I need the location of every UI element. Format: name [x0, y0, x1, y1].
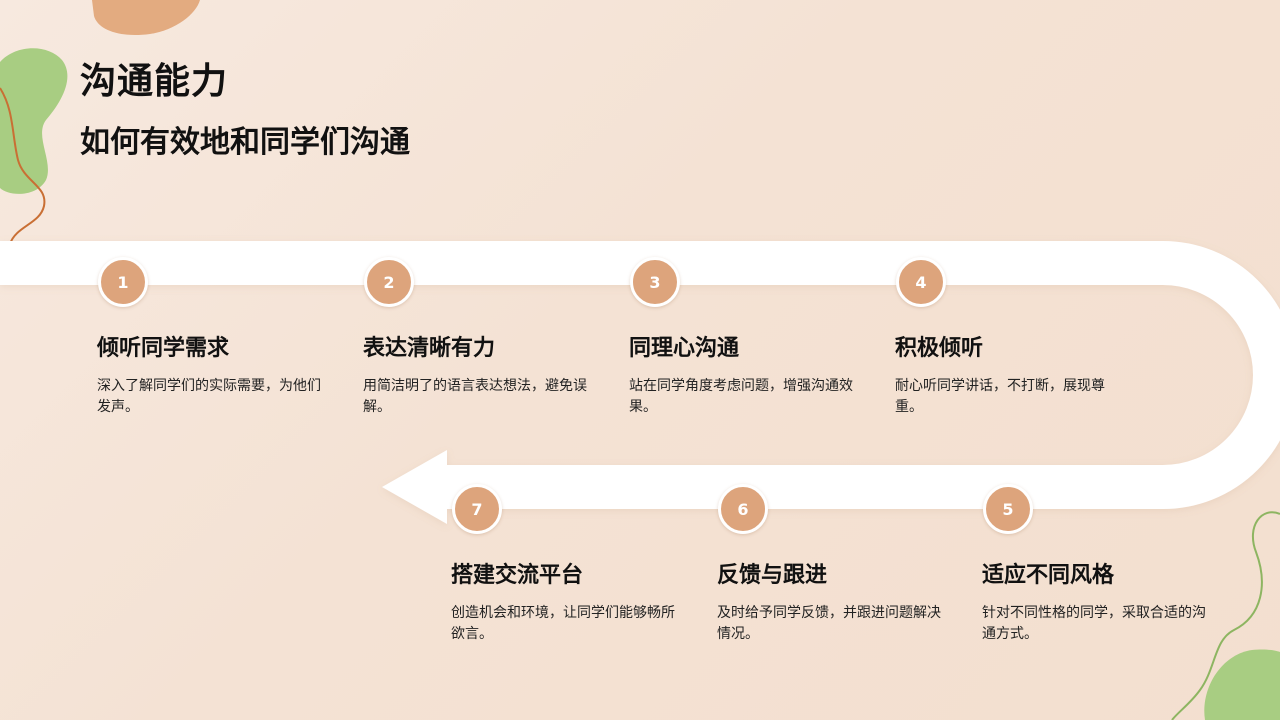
step-3-number: 3	[649, 273, 660, 292]
step-2-title: 表达清晰有力	[363, 337, 593, 361]
step-4-number: 4	[915, 273, 926, 292]
step-3-description: 站在同学角度考虑问题，增强沟通效果。	[629, 376, 859, 418]
step-2-number: 2	[383, 273, 394, 292]
step-7: 搭建交流平台 创造机会和环境，让同学们能够畅所欲言。	[451, 564, 681, 645]
step-4-title: 积极倾听	[895, 337, 1125, 361]
step-6: 反馈与跟进 及时给予同学反馈，并跟进问题解决情况。	[717, 564, 947, 645]
orange-squiggle-line	[0, 88, 44, 244]
step-1-title: 倾听同学需求	[97, 337, 327, 361]
step-1-marker: 1	[98, 257, 148, 307]
slide-subtitle: 如何有效地和同学们沟通	[80, 126, 410, 159]
slide-title: 沟通能力	[80, 62, 228, 102]
step-2-marker: 2	[364, 257, 414, 307]
step-4-description: 耐心听同学讲话，不打断，展现尊重。	[895, 376, 1125, 418]
peach-blob-shape	[92, 0, 200, 35]
step-7-marker: 7	[452, 484, 502, 534]
step-7-number: 7	[471, 500, 482, 519]
step-6-marker: 6	[718, 484, 768, 534]
step-3: 同理心沟通 站在同学角度考虑问题，增强沟通效果。	[629, 337, 859, 418]
step-7-description: 创造机会和环境，让同学们能够畅所欲言。	[451, 603, 681, 645]
step-1: 倾听同学需求 深入了解同学们的实际需要，为他们发声。	[97, 337, 327, 418]
step-5-marker: 5	[983, 484, 1033, 534]
green-blob-bottom-shape	[1204, 649, 1280, 720]
step-1-description: 深入了解同学们的实际需要，为他们发声。	[97, 376, 327, 418]
step-6-title: 反馈与跟进	[717, 564, 947, 588]
step-7-title: 搭建交流平台	[451, 564, 681, 588]
step-3-marker: 3	[630, 257, 680, 307]
step-2-description: 用简洁明了的语言表达想法，避免误解。	[363, 376, 593, 418]
step-1-number: 1	[117, 273, 128, 292]
step-5-title: 适应不同风格	[982, 564, 1212, 588]
step-5-description: 针对不同性格的同学，采取合适的沟通方式。	[982, 603, 1212, 645]
step-6-description: 及时给予同学反馈，并跟进问题解决情况。	[717, 603, 947, 645]
step-4-marker: 4	[896, 257, 946, 307]
step-6-number: 6	[737, 500, 748, 519]
step-5-number: 5	[1002, 500, 1013, 519]
step-4: 积极倾听 耐心听同学讲话，不打断，展现尊重。	[895, 337, 1125, 418]
step-5: 适应不同风格 针对不同性格的同学，采取合适的沟通方式。	[982, 564, 1212, 645]
step-2: 表达清晰有力 用简洁明了的语言表达想法，避免误解。	[363, 337, 593, 418]
green-blob-shape	[0, 48, 67, 194]
arrow-head	[382, 450, 447, 524]
step-3-title: 同理心沟通	[629, 337, 859, 361]
